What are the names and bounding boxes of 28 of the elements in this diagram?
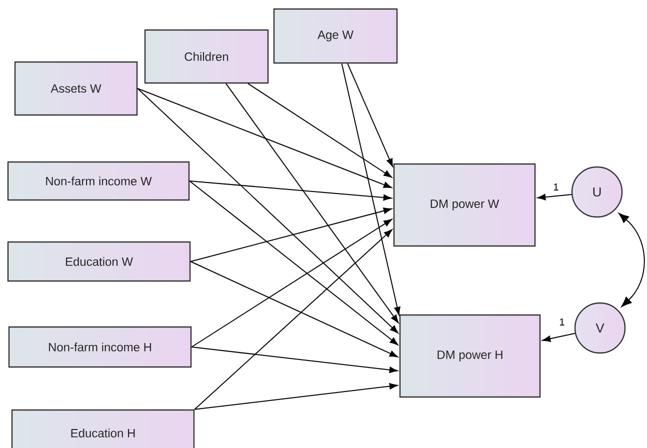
- arrow: [191, 346, 398, 374]
- edge-label: 1: [558, 318, 566, 326]
- variable-box: Children: [144, 29, 269, 84]
- arrow: [190, 261, 398, 358]
- arrow: [137, 88, 392, 188]
- covariance-arrow: [618, 212, 645, 307]
- variable-box: Age W: [273, 8, 398, 64]
- arrow: [341, 63, 400, 316]
- arrow: [137, 88, 398, 334]
- edge-label: 1: [552, 182, 560, 192]
- arrow: [542, 332, 576, 342]
- variable-box: DM power H: [399, 314, 541, 398]
- arrow: [194, 383, 398, 410]
- arrow: [189, 180, 392, 201]
- arrow: [347, 63, 394, 167]
- variable-box: Non-farm income W: [7, 161, 190, 201]
- variable-box: Non-farm income H: [8, 326, 192, 368]
- arrow: [537, 194, 572, 200]
- variable-box: DM power W: [393, 163, 536, 247]
- arrow: [194, 229, 392, 410]
- variable-box: Education W: [7, 241, 191, 282]
- variable-box: Assets W: [14, 61, 138, 116]
- arrow: [190, 208, 392, 262]
- arrow: [225, 83, 399, 324]
- arrow: [189, 180, 398, 346]
- arrow: [191, 219, 392, 348]
- arrow: [248, 83, 392, 178]
- variable-box: Education H: [11, 409, 195, 448]
